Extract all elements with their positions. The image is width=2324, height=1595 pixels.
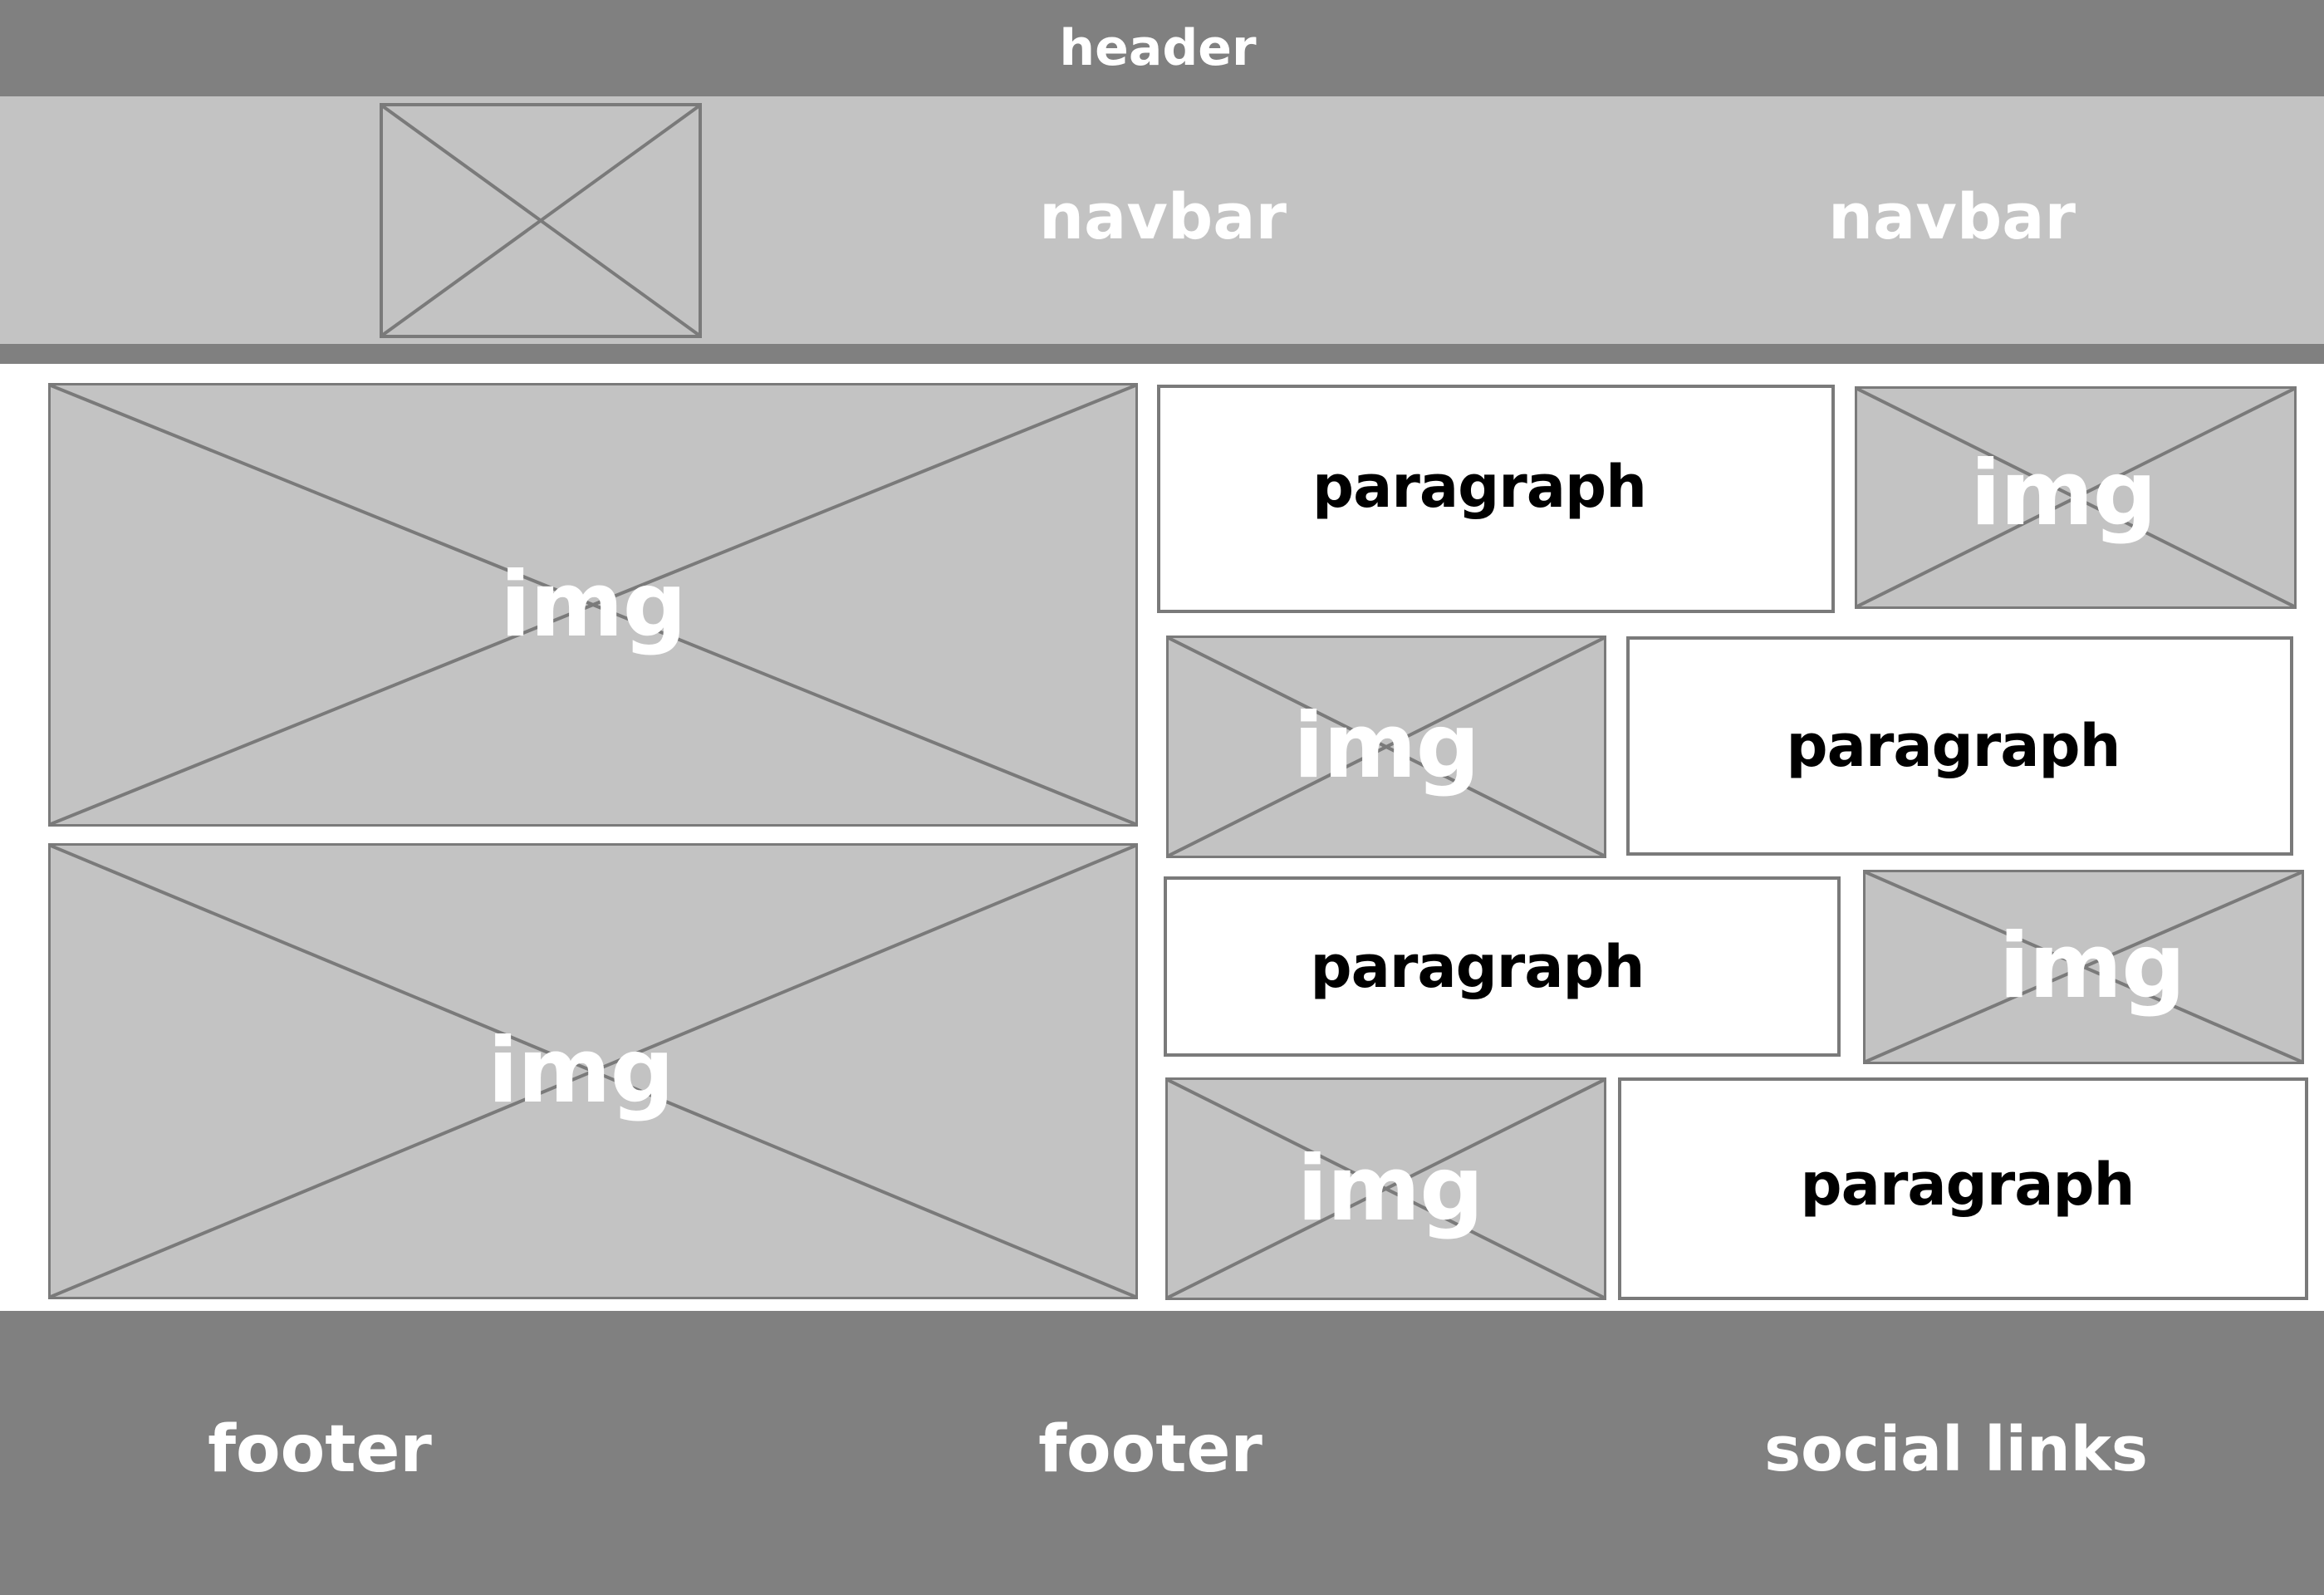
- paragraph-text: paragraph: [1800, 1151, 2135, 1219]
- image-placeholder-icon: [1857, 389, 2294, 606]
- image-block: img: [1166, 636, 1606, 858]
- image-block: img: [1855, 386, 2297, 609]
- image-placeholder-icon: [1866, 872, 2302, 1062]
- image-label: img: [488, 1019, 674, 1123]
- image-label: img: [500, 552, 687, 657]
- image-placeholder-icon: [51, 846, 1135, 1297]
- image-label: img: [1970, 441, 2157, 546]
- footer: [0, 1311, 2324, 1595]
- image-label: img: [1297, 1136, 1484, 1241]
- image-label: img: [1998, 914, 2186, 1018]
- paragraph-text: paragraph: [1786, 712, 2121, 780]
- navbar-bottom-border: [0, 344, 2324, 364]
- footer-link-label: footer: [208, 1412, 432, 1487]
- footer-link-2[interactable]: footer: [955, 1396, 1346, 1504]
- navbar-link-label: navbar: [1038, 179, 1287, 253]
- main-image-bottom: img: [48, 843, 1138, 1299]
- image-placeholder-icon: [383, 106, 699, 335]
- image-block: img: [1165, 1077, 1606, 1300]
- footer-link-label: footer: [1038, 1412, 1263, 1487]
- image-block: img: [1863, 870, 2304, 1064]
- social-links-label: social links: [1764, 1414, 2148, 1485]
- paragraph-text: paragraph: [1310, 932, 1645, 1001]
- paragraph-text: paragraph: [1312, 452, 1647, 521]
- paragraph-block: paragraph: [1157, 385, 1835, 613]
- navbar-link-2[interactable]: navbar: [1744, 166, 2160, 266]
- header-bar: header: [0, 0, 2324, 96]
- paragraph-block: paragraph: [1626, 636, 2293, 856]
- image-placeholder-icon: [1168, 1080, 1604, 1298]
- header-label: header: [1059, 19, 1257, 77]
- navbar-link-1[interactable]: navbar: [955, 166, 1370, 266]
- main-image-top: img: [48, 383, 1138, 827]
- logo-placeholder[interactable]: [380, 103, 702, 338]
- navbar-link-label: navbar: [1827, 179, 2076, 253]
- image-placeholder-icon: [51, 385, 1135, 824]
- image-placeholder-icon: [1169, 638, 1604, 856]
- social-links[interactable]: social links: [1728, 1396, 2184, 1504]
- paragraph-block: paragraph: [1164, 876, 1841, 1057]
- paragraph-block: paragraph: [1618, 1077, 2308, 1300]
- image-label: img: [1293, 694, 1480, 798]
- footer-link-1[interactable]: footer: [125, 1396, 515, 1504]
